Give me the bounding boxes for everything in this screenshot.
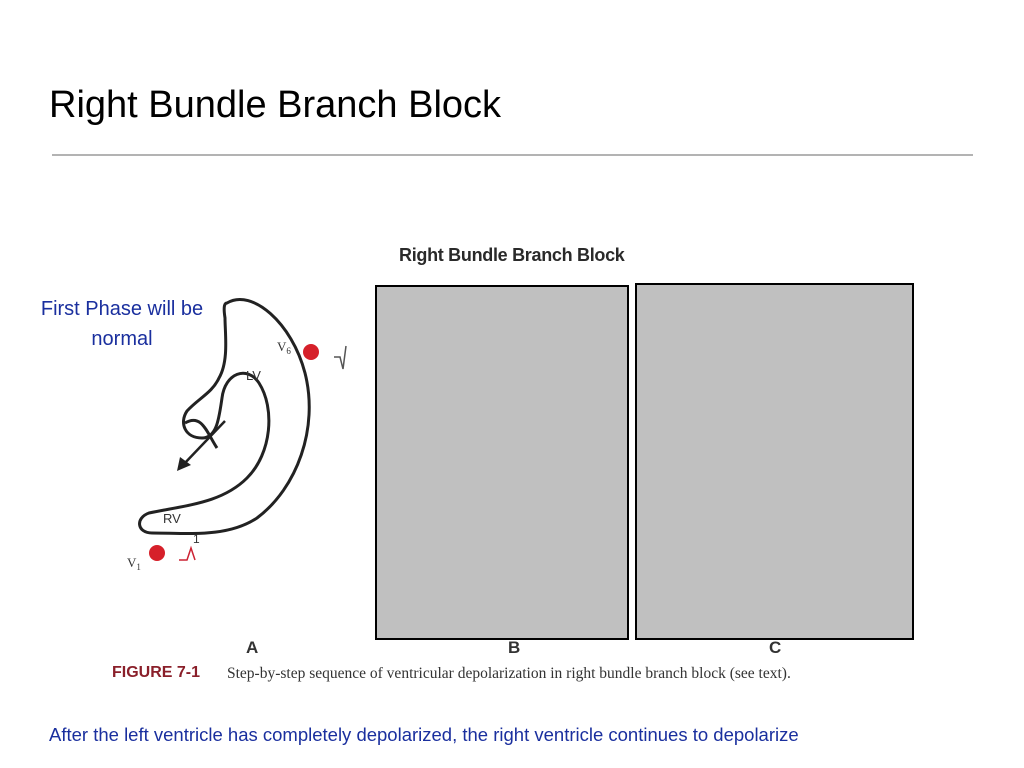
first-phase-note: First Phase will be normal [40, 298, 204, 350]
v6-electrode-icon [303, 344, 319, 360]
lead-v1-label: V1 [127, 555, 141, 572]
lead-v6-label: V6 [277, 339, 291, 356]
title-divider [52, 154, 973, 156]
figure-heading: Right Bundle Branch Block [399, 245, 625, 265]
rv-label: RV [163, 511, 181, 526]
slide-title: Right Bundle Branch Block [49, 84, 502, 126]
panel-b-placeholder [375, 285, 629, 640]
lv-label: LV [246, 368, 261, 383]
v1-electrode-icon [149, 545, 165, 561]
heart-diagram-panel-a: V6 LV RV 1 V1 [127, 298, 347, 572]
figure-number: FIGURE 7-1 [112, 664, 201, 681]
v6-tracing-icon [334, 345, 347, 370]
panel-c-placeholder [635, 283, 914, 640]
bottom-explanation-note: After the left ventricle has completely … [49, 724, 799, 745]
ventricle-outline [138, 298, 311, 536]
vector-arrow-head [177, 457, 191, 471]
panel-label-a: A [246, 638, 259, 657]
figure-image: Right Bundle Branch Block V6 LV RV 1 V1 … [107, 233, 918, 689]
vector-arrow-shaft [182, 420, 226, 466]
panel-label-c: C [769, 638, 782, 657]
vector-number-label: 1 [193, 532, 200, 546]
figure-caption: Step-by-step sequence of ventricular dep… [227, 665, 791, 682]
v1-tracing-icon [179, 545, 196, 561]
panel-label-b: B [508, 638, 521, 657]
septum-inner-curve [184, 419, 219, 449]
